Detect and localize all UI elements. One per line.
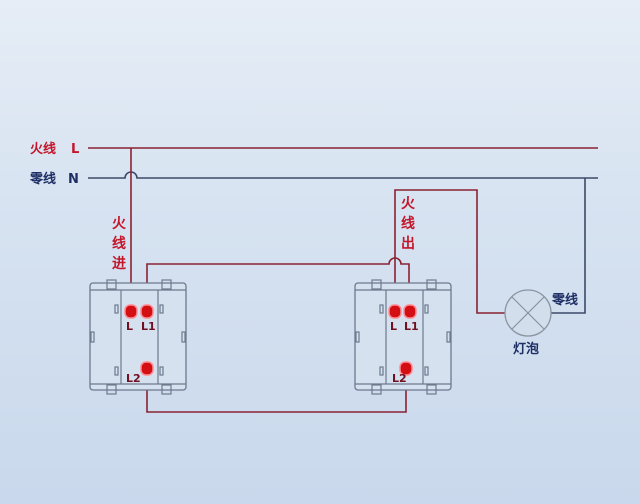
terminal-right-l2-label: L2 bbox=[392, 372, 407, 385]
wire-l2-bridge bbox=[146, 372, 407, 413]
neutral-line bbox=[88, 171, 598, 179]
terminal-left-l1 bbox=[140, 304, 154, 319]
switch-right[interactable]: L L1 L2 bbox=[354, 279, 452, 395]
terminal-left-l-label: L bbox=[126, 320, 133, 333]
lamp-neutral-label: 零线 bbox=[551, 292, 578, 308]
lamp[interactable] bbox=[504, 289, 552, 337]
wire-live-out bbox=[394, 189, 505, 314]
terminal-left-l bbox=[124, 304, 138, 319]
live-in-label-3: 进 bbox=[112, 256, 126, 272]
live-out-label-1: 火 bbox=[401, 196, 416, 212]
terminal-right-l-label: L bbox=[390, 320, 397, 333]
terminal-right-l bbox=[388, 304, 402, 319]
live-in-label-1: 火 bbox=[112, 216, 127, 232]
live-in-label-2: 线 bbox=[112, 235, 126, 252]
terminal-right-l1-label: L1 bbox=[404, 320, 419, 333]
terminal-left-l2-label: L2 bbox=[126, 372, 141, 385]
terminal-right-l2 bbox=[399, 361, 413, 376]
terminal-left-l2 bbox=[140, 361, 154, 376]
switch-left[interactable]: L L1 L2 bbox=[89, 279, 187, 395]
live-line-label: 火线 bbox=[30, 141, 56, 157]
lamp-label: 灯泡 bbox=[513, 341, 539, 357]
neutral-line-letter: N bbox=[68, 172, 79, 187]
neutral-line-label: 零线 bbox=[29, 171, 56, 187]
live-out-label-3: 出 bbox=[401, 235, 415, 252]
live-out-label-2: 线 bbox=[401, 215, 415, 232]
wire-lamp-neutral bbox=[551, 178, 586, 314]
terminal-left-l1-label: L1 bbox=[141, 320, 156, 333]
live-line-letter: L bbox=[71, 142, 79, 157]
terminal-right-l1 bbox=[403, 304, 417, 319]
